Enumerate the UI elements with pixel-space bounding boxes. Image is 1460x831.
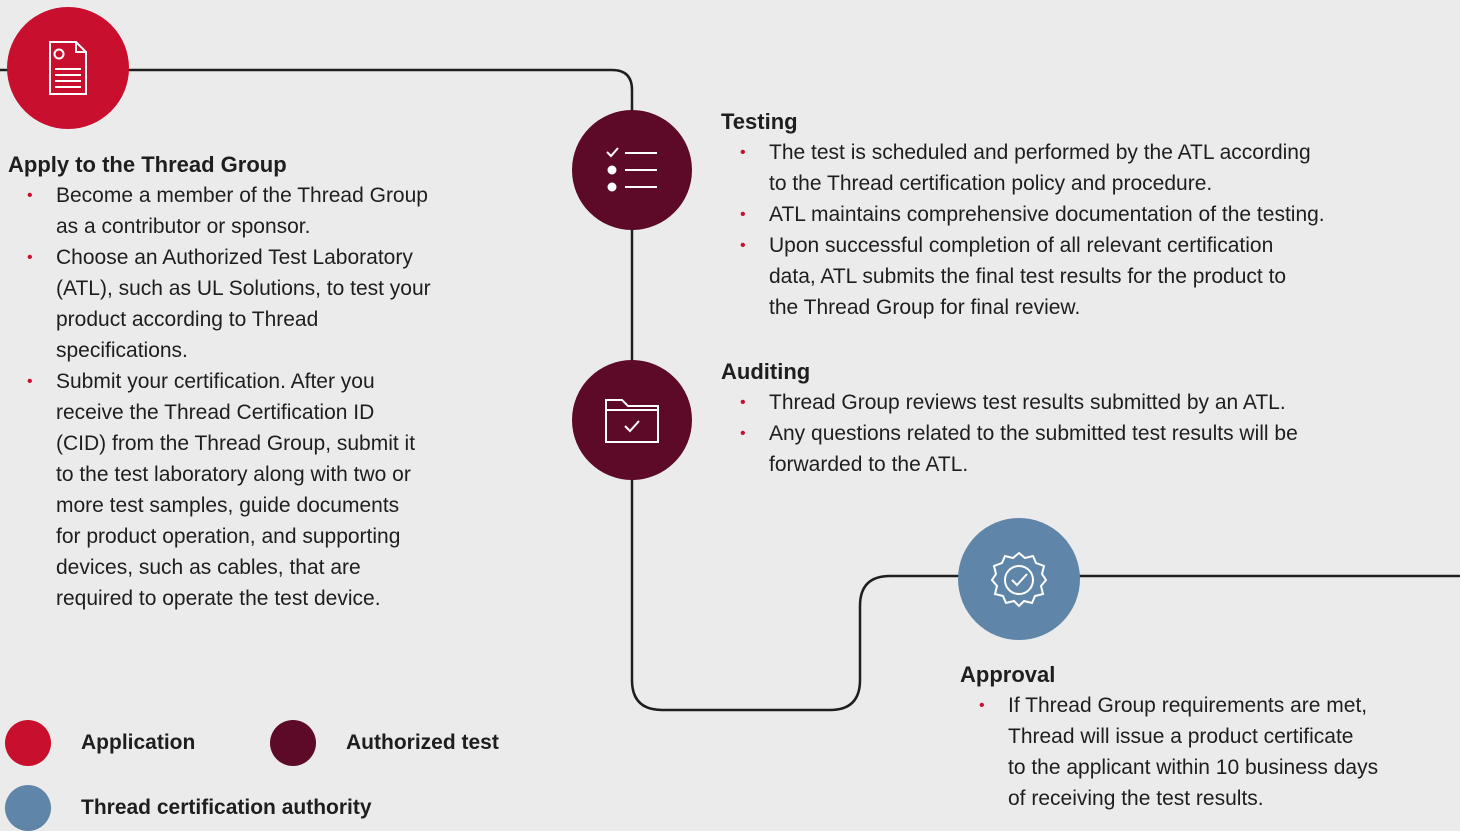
bullet-icon: • (27, 187, 33, 204)
list-item: • Thread Group reviews test results subm… (721, 387, 1456, 418)
list-item: • Become a member of the Thread Group as… (8, 180, 528, 242)
bullet-icon: • (27, 249, 33, 266)
approval-section: Approval • If Thread Group requirements … (960, 660, 1455, 814)
legend-label-authorized-test: Authorized test (346, 731, 499, 754)
apply-bullet-list: • Become a member of the Thread Group as… (8, 180, 528, 614)
bullet-icon: • (979, 697, 985, 714)
approval-bullet-list: • If Thread Group requirements are met, … (960, 690, 1455, 814)
testing-node (572, 110, 692, 230)
legend-swatch-application (5, 720, 51, 766)
list-item: • Choose an Authorized Test Laboratory (… (8, 242, 528, 366)
legend-swatch-authorized-test (270, 720, 316, 766)
certified-badge-icon (990, 551, 1048, 608)
apply-title: Apply to the Thread Group (8, 152, 287, 177)
testing-bullet-list: • The test is scheduled and performed by… (721, 137, 1456, 323)
bullet-icon: • (27, 373, 33, 390)
legend-item-authority: Thread certification authority (5, 785, 372, 831)
approval-node (958, 518, 1080, 640)
list-item: • Upon successful completion of all rele… (721, 230, 1456, 323)
bullet-icon: • (740, 394, 746, 411)
legend-item-authorized-test: Authorized test (270, 720, 499, 766)
apply-node (7, 7, 129, 129)
testing-section: Testing • The test is scheduled and perf… (721, 107, 1456, 323)
folder-check-icon (605, 399, 659, 443)
bullet-icon: • (740, 206, 746, 223)
legend-item-application: Application (5, 720, 195, 766)
auditing-title: Auditing (721, 359, 811, 384)
auditing-bullet-list: • Thread Group reviews test results subm… (721, 387, 1456, 480)
legend-label-authority: Thread certification authority (81, 796, 372, 819)
document-icon (49, 41, 87, 95)
bullet-icon: • (740, 425, 746, 442)
auditing-section: Auditing • Thread Group reviews test res… (721, 357, 1456, 480)
auditing-node (572, 360, 692, 480)
list-item: • Submit your certification. After you r… (8, 366, 528, 614)
approval-title: Approval (960, 662, 1056, 687)
testing-title: Testing (721, 109, 798, 134)
list-item: • The test is scheduled and performed by… (721, 137, 1456, 199)
apply-section: Apply to the Thread Group • Become a mem… (8, 150, 528, 614)
list-item: • ATL maintains comprehensive documentat… (721, 199, 1456, 230)
list-item: • If Thread Group requirements are met, … (960, 690, 1455, 814)
bullet-icon: • (740, 237, 746, 254)
legend-swatch-authority (5, 785, 51, 831)
list-item: • Any questions related to the submitted… (721, 418, 1456, 480)
checklist-icon (606, 147, 657, 192)
legend-label-application: Application (81, 731, 196, 754)
bullet-icon: • (740, 144, 746, 161)
